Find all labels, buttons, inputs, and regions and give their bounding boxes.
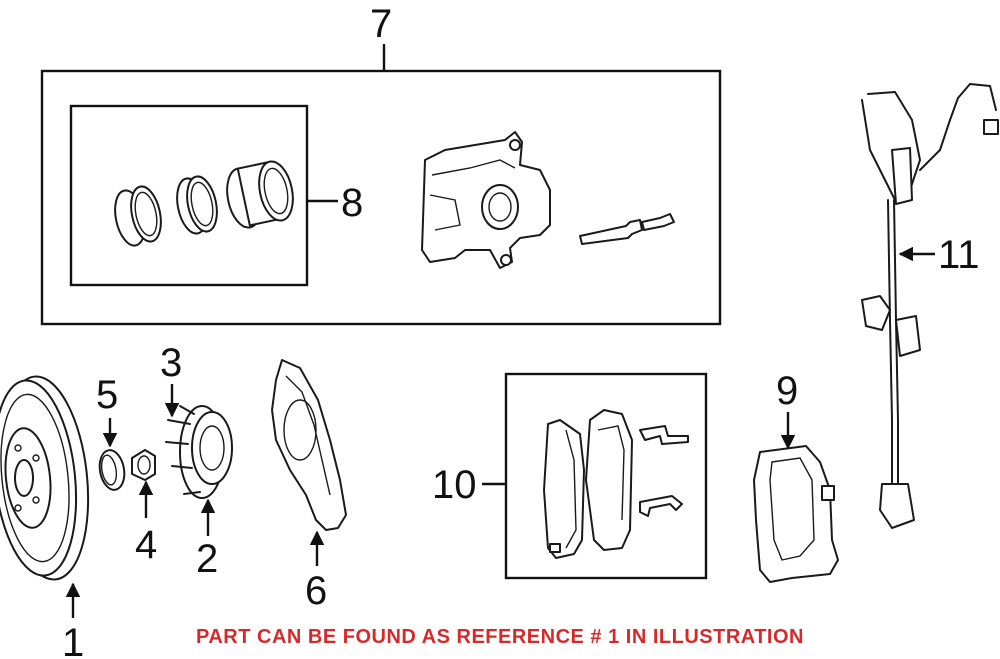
brake-pad-inner[interactable] (543, 419, 585, 559)
callout-2[interactable]: 2 (196, 537, 218, 581)
brake-rotor[interactable] (0, 372, 97, 584)
callout-7[interactable]: 7 (370, 2, 392, 46)
callout-9[interactable]: 9 (776, 369, 798, 413)
pad-clip-upper[interactable] (639, 425, 689, 445)
seal-ring-left[interactable] (110, 184, 165, 249)
brake-caliper-body[interactable] (421, 131, 551, 269)
callout-8[interactable]: 8 (341, 181, 363, 225)
reference-note: PART CAN BE FOUND AS REFERENCE # 1 IN IL… (196, 626, 804, 648)
caliper-guide-pin[interactable] (579, 213, 675, 245)
pad-clip-lower[interactable] (639, 495, 683, 517)
group-box-brake-pads (504, 372, 708, 580)
callout-3[interactable]: 3 (160, 341, 182, 385)
caliper-piston[interactable] (222, 158, 298, 230)
wheel-hub[interactable] (165, 405, 233, 499)
caliper-mounting-bracket[interactable] (753, 445, 839, 583)
axle-nut[interactable] (131, 449, 156, 481)
callout-10[interactable]: 10 (432, 463, 477, 507)
callout-1[interactable]: 1 (62, 621, 84, 659)
seal-ring-middle[interactable] (172, 174, 221, 237)
dust-cap[interactable] (97, 448, 128, 492)
brake-pad-outer[interactable] (585, 409, 633, 551)
callout-4[interactable]: 4 (135, 523, 157, 567)
callout-6[interactable]: 6 (305, 569, 327, 613)
callout-11[interactable]: 11 (938, 233, 980, 277)
abs-wheel-speed-sensor[interactable] (861, 83, 999, 529)
group-box-piston-seal-kit (69, 104, 309, 287)
callout-5[interactable]: 5 (96, 373, 118, 417)
group-box-caliper-assembly (40, 69, 722, 326)
brake-dust-shield[interactable] (271, 359, 347, 531)
